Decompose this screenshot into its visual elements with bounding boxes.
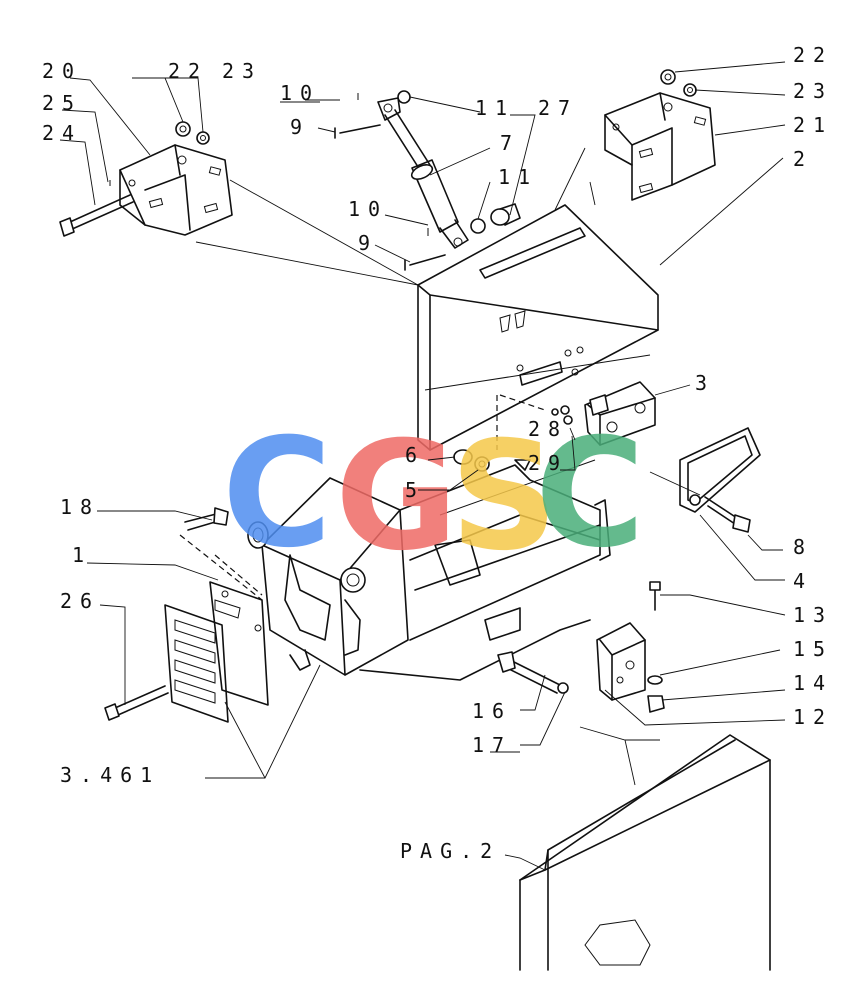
front-hood xyxy=(195,147,659,451)
bolt-8 xyxy=(689,494,751,533)
label-27: 27 xyxy=(538,96,578,120)
label-23: 23 xyxy=(793,79,833,103)
label-10: 10 xyxy=(348,197,388,221)
left-bracket xyxy=(119,144,233,236)
label-17: 17 xyxy=(472,733,512,757)
pin-9-top xyxy=(334,124,381,139)
label-11: 11 xyxy=(498,165,538,189)
spacer-27 xyxy=(490,203,521,226)
label-7: 7 xyxy=(500,131,520,155)
label-1: 1 xyxy=(72,543,92,567)
label-4: 4 xyxy=(793,569,813,593)
washer-5 xyxy=(474,456,490,472)
bolt-26 xyxy=(104,685,169,721)
label-6: 6 xyxy=(405,443,425,467)
label-22: 22 xyxy=(793,43,833,67)
hinge-bracket xyxy=(596,622,646,701)
label-25: 25 xyxy=(42,91,82,115)
label-2: 2 xyxy=(793,147,813,171)
washer-23-right xyxy=(683,83,697,97)
label-18: 18 xyxy=(60,495,100,519)
watermark-letter: C xyxy=(222,407,332,581)
pin-9-bottom xyxy=(404,254,446,271)
label-23: 23 xyxy=(222,59,262,83)
label-11: 11 xyxy=(475,96,515,120)
watermark-letter: S xyxy=(450,410,558,584)
label-29: 29 xyxy=(528,451,568,475)
washer-15 xyxy=(647,675,663,685)
nut-22-left xyxy=(175,121,191,137)
nut-14 xyxy=(647,695,665,713)
label-9: 9 xyxy=(290,115,310,139)
bolt-16 xyxy=(497,651,561,694)
label-pag-2: PAG.2 xyxy=(400,839,500,863)
page-2-reference xyxy=(519,734,771,971)
label-28: 28 xyxy=(528,417,568,441)
watermark: C G S C xyxy=(222,407,645,584)
handle xyxy=(649,427,761,513)
screw-13 xyxy=(649,581,661,611)
label-20: 20 xyxy=(42,59,82,83)
label-9: 9 xyxy=(358,231,378,255)
label-3: 3 xyxy=(695,371,715,395)
label-8: 8 xyxy=(793,535,813,559)
bolt-24 xyxy=(59,194,134,237)
label-24: 24 xyxy=(42,121,82,145)
washer-23-left xyxy=(196,131,210,145)
label-15: 15 xyxy=(793,637,833,661)
leader-lines xyxy=(59,61,786,871)
watermark-letter: C xyxy=(535,407,645,581)
label-22: 22 xyxy=(168,59,208,83)
label-26: 26 xyxy=(60,589,100,613)
label-5: 5 xyxy=(405,478,425,502)
tail-light xyxy=(179,534,269,706)
label-21: 21 xyxy=(793,113,833,137)
watermark-letter: G xyxy=(335,410,458,584)
label-10: 10 xyxy=(280,81,320,105)
right-bracket xyxy=(604,92,716,201)
label-14: 14 xyxy=(793,671,833,695)
nut-22-right xyxy=(660,69,676,85)
label-3-461: 3.461 xyxy=(60,763,160,787)
washer-11-bottom xyxy=(470,218,486,234)
washer-17 xyxy=(557,682,569,694)
label-12: 12 xyxy=(793,705,833,729)
washer-11-top xyxy=(397,90,411,104)
gas-strut xyxy=(377,97,469,249)
part-labels: 20 22 23 25 24 10 9 11 27 7 11 10 9 22 2… xyxy=(42,43,833,863)
label-13: 13 xyxy=(793,603,833,627)
grille xyxy=(164,604,229,723)
label-16: 16 xyxy=(472,699,512,723)
light-assembly xyxy=(496,381,656,450)
